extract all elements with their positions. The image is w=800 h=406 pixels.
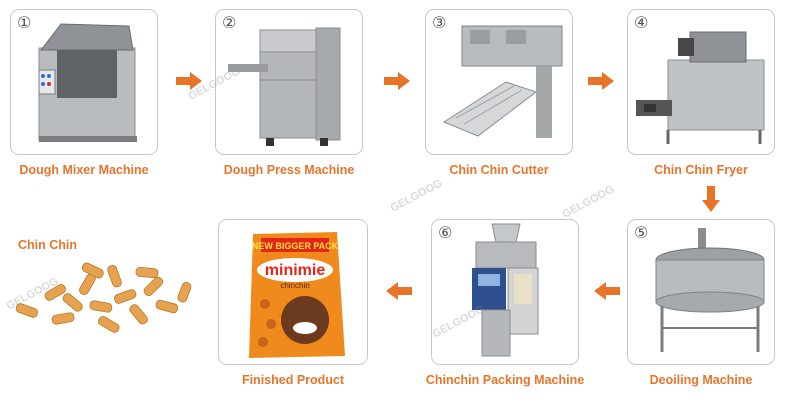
step-4-card: ④: [627, 9, 775, 155]
package-sub: chinchin: [280, 281, 309, 290]
arrow-right-icon: [588, 72, 614, 90]
arrow-right-icon: [384, 72, 410, 90]
package-brand: minimie: [265, 262, 326, 279]
chin-chin-cutter-image: [442, 25, 563, 138]
arrow-right-icon: [176, 72, 202, 90]
deoiling-machine-image: [655, 228, 765, 352]
step-6-card: ⑥: [431, 219, 579, 365]
packing-machine-image: [472, 223, 539, 357]
step-4-label: Chin Chin Fryer: [654, 163, 748, 177]
arrow-left-icon: [594, 282, 620, 300]
step-6-label: Chinchin Packing Machine: [425, 373, 585, 387]
chin-chin-label: Chin Chin: [18, 238, 78, 252]
step-5-label: Deoiling Machine: [649, 373, 753, 387]
step-3-label: Chin Chin Cutter: [449, 163, 549, 177]
finished-product-label: Finished Product: [241, 373, 345, 387]
chin-chin-snacks-image: [15, 262, 192, 333]
step-6-number: ⑥: [438, 223, 453, 242]
step-1-card: ①: [10, 9, 158, 155]
dough-mixer-image: [38, 23, 137, 142]
step-1-number: ①: [17, 13, 32, 32]
watermark: GELGOOG: [388, 177, 445, 215]
step-3-card: ③: [425, 9, 573, 155]
watermark: GELGOOG: [560, 183, 617, 221]
chinchin-package-image: NEW BIGGER PACK minimie chinchin: [249, 232, 345, 358]
step-4-number: ④: [634, 13, 649, 32]
step-5-number: ⑤: [634, 223, 649, 242]
arrow-down-icon: [702, 186, 720, 212]
step-3-number: ③: [432, 13, 447, 32]
arrow-left-icon: [386, 282, 412, 300]
step-2-card: ②: [215, 9, 363, 155]
step-5-card: ⑤: [627, 219, 775, 365]
dough-press-image: [228, 27, 341, 146]
fryer-image: [636, 31, 765, 144]
step-1-label: Dough Mixer Machine: [19, 163, 149, 177]
package-top-text: NEW BIGGER PACK: [252, 241, 339, 251]
step-2-number: ②: [222, 13, 237, 32]
finished-product-card: NEW BIGGER PACK minimie chinchin: [218, 219, 368, 365]
step-2-label: Dough Press Machine: [223, 163, 355, 177]
